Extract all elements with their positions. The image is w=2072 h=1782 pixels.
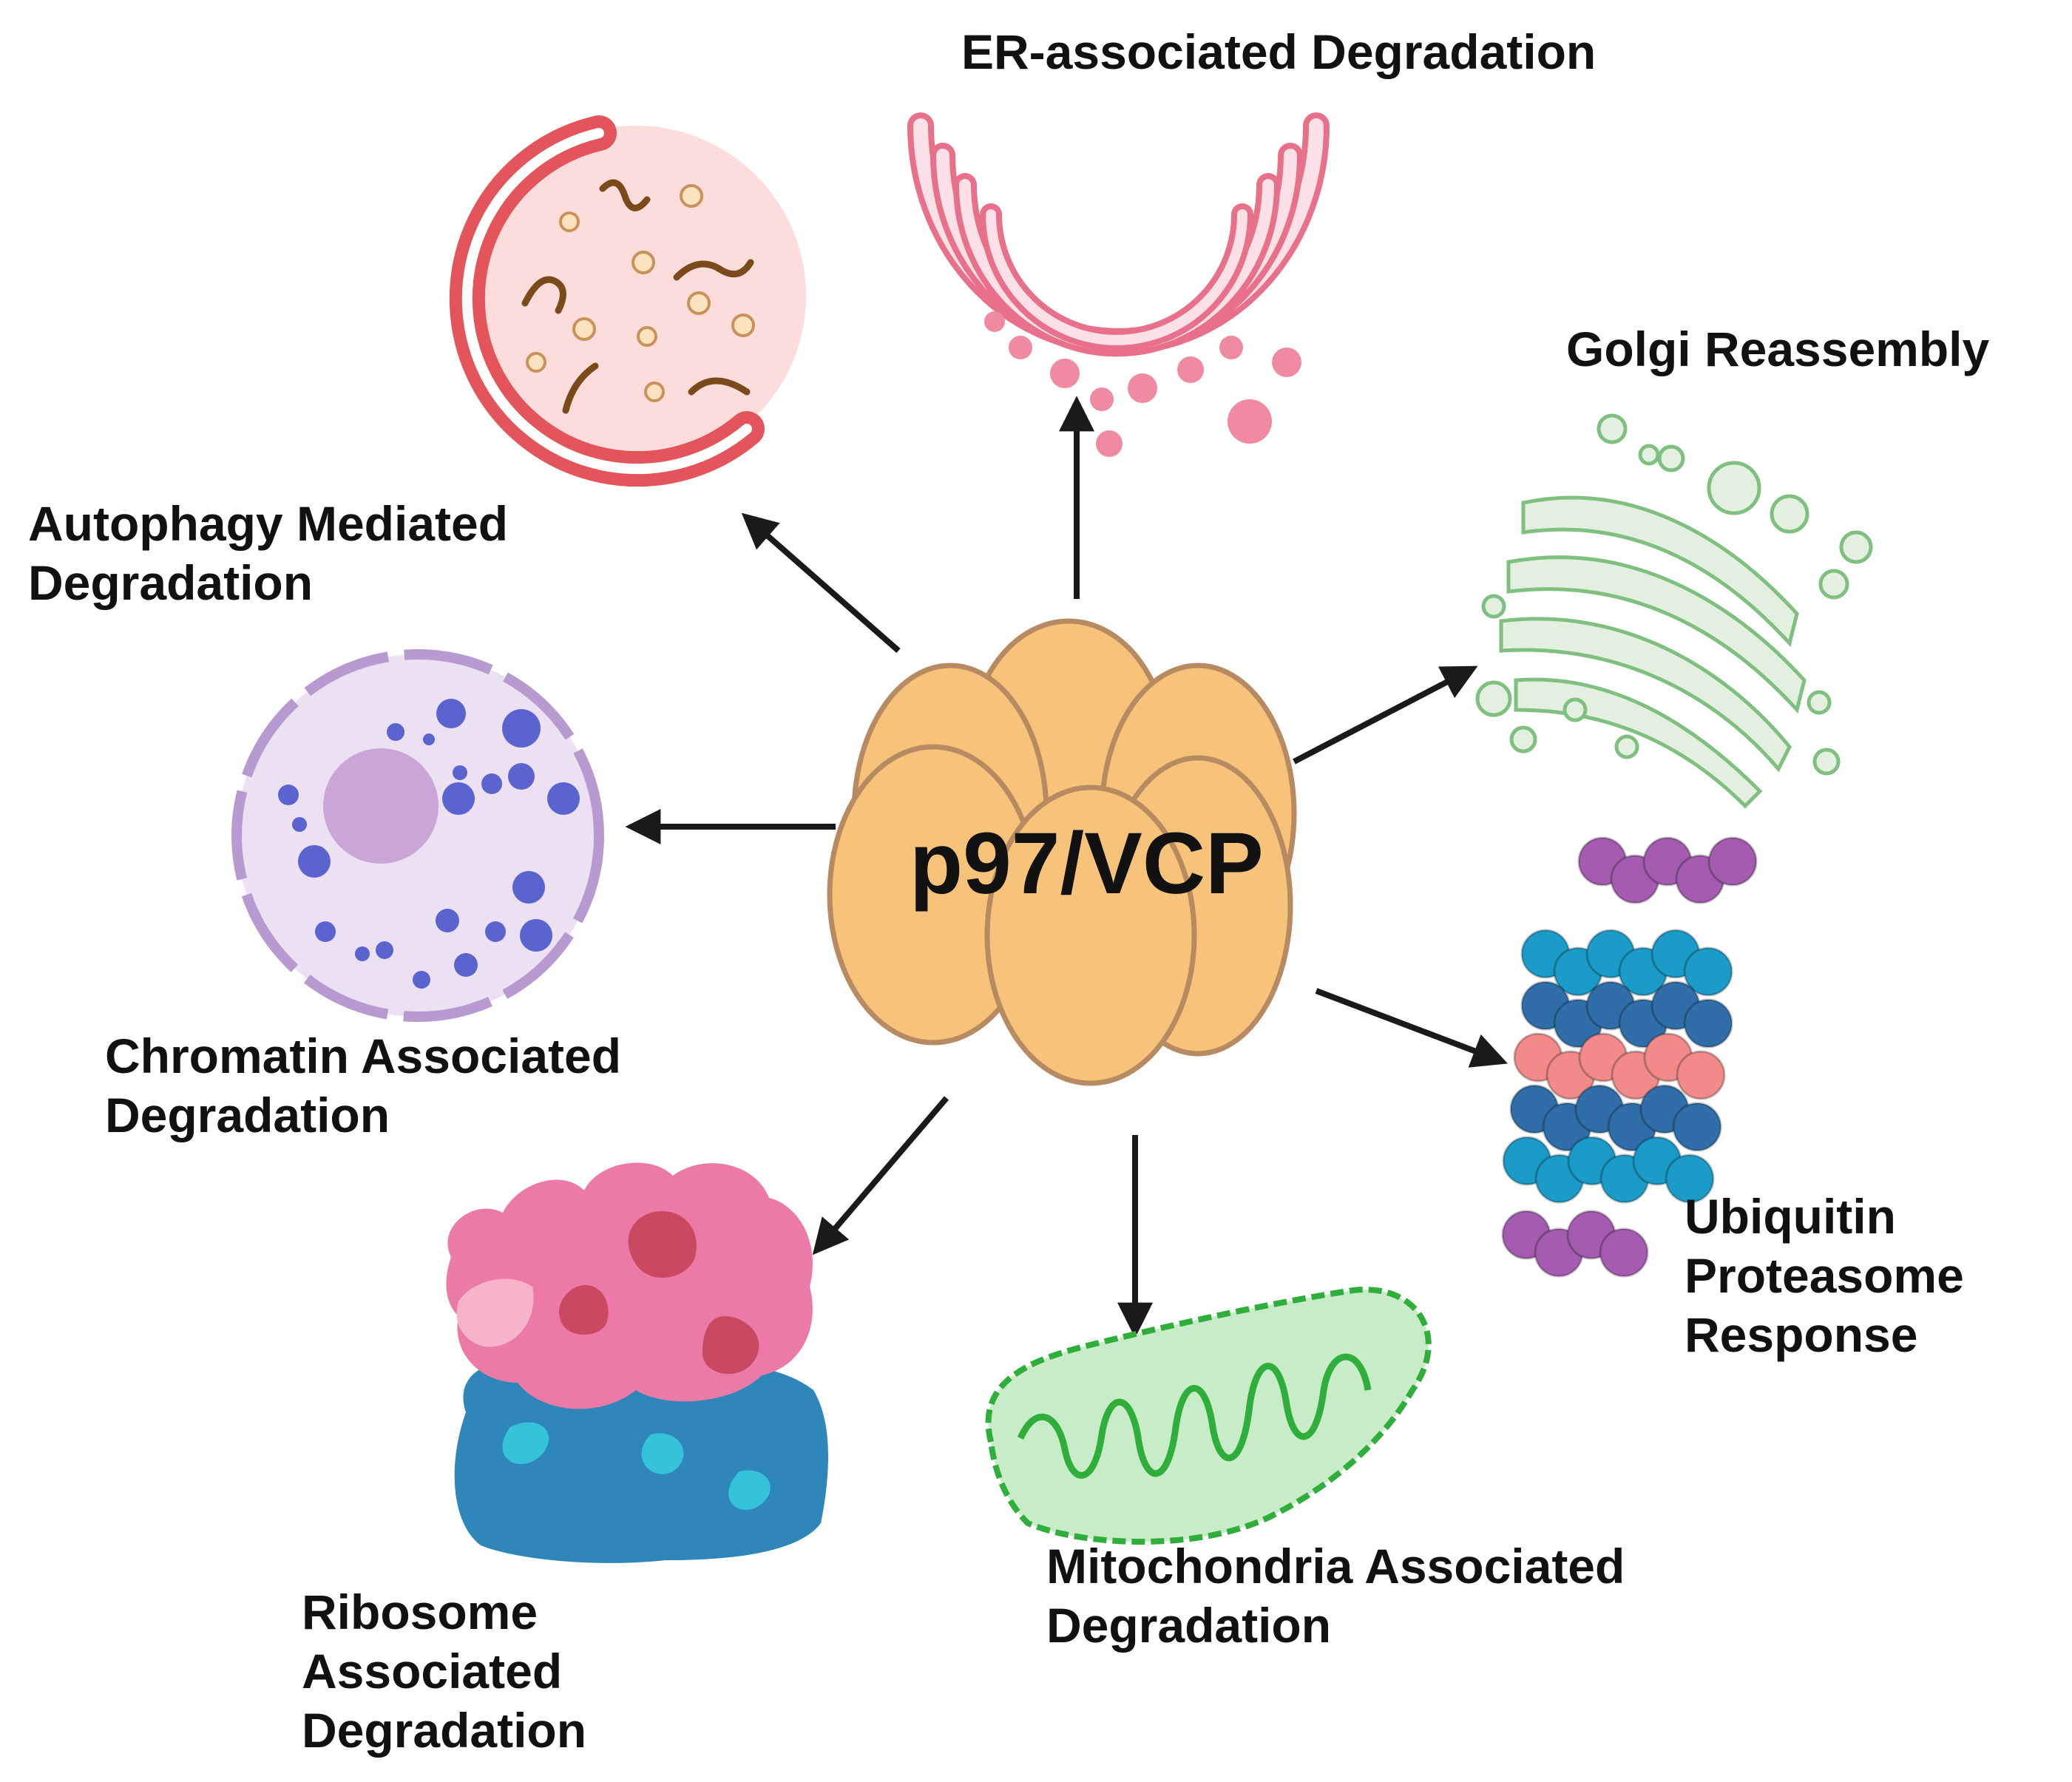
proteasome-subunit — [1665, 1153, 1715, 1204]
label-ubiquitin-line-3: Response — [1685, 1307, 1918, 1362]
proteasome-subunit — [1676, 1050, 1726, 1100]
proteasome-subunit — [1672, 1102, 1722, 1152]
label-chromatin: Chromatin Associated Degradation — [105, 1026, 621, 1145]
proteasome-subunit — [1599, 1227, 1649, 1278]
arrows — [625, 396, 1508, 1338]
label-ribosome-line-1: Ribosome — [302, 1585, 538, 1639]
proteasome-subunit — [1683, 946, 1733, 997]
arrow-to-golgi — [1293, 665, 1478, 765]
arrow-to-ribosome — [812, 1096, 949, 1256]
label-ribosome-line-3: Degradation — [302, 1703, 587, 1758]
label-mitochondria-line-1: Mitochondria Associated — [1046, 1539, 1625, 1593]
label-chromatin-line-2: Degradation — [105, 1088, 390, 1142]
label-er-line-1: ER-associated Degradation — [961, 24, 1597, 79]
mitochondria-illustration — [985, 1287, 1432, 1545]
label-ubiquitin-line-1: Ubiquitin — [1685, 1189, 1896, 1244]
label-golgi: Golgi Reassembly — [1566, 319, 1989, 379]
er-illustration — [907, 112, 1330, 457]
label-autophagy-line-2: Degradation — [28, 555, 314, 610]
arrow-to-ubiquitin — [1315, 988, 1508, 1068]
chromatin-illustration — [231, 649, 604, 1022]
label-mitochondria-line-2: Degradation — [1046, 1598, 1332, 1653]
label-ubiquitin: Ubiquitin Proteasome Response — [1685, 1187, 1964, 1364]
center-label: p97/VCP — [910, 815, 1264, 912]
label-autophagy: Autophagy Mediated Degradation — [28, 494, 508, 612]
ribosome-illustration — [446, 1162, 828, 1563]
proteasome-subunit — [1683, 998, 1733, 1048]
label-mitochondria: Mitochondria Associated Degradation — [1046, 1537, 1625, 1655]
subunit — [984, 785, 1197, 1086]
label-autophagy-line-1: Autophagy Mediated — [28, 496, 509, 551]
autophagosome-illustration — [449, 115, 806, 487]
proteasome-illustration — [1501, 836, 1758, 1278]
golgi-illustration — [1475, 413, 1873, 809]
label-chromatin-line-1: Chromatin Associated — [105, 1029, 622, 1083]
label-ribosome-line-2: Associated — [302, 1644, 563, 1698]
label-golgi-line-1: Golgi Reassembly — [1566, 322, 1990, 376]
arrow-to-autophagy — [741, 512, 901, 654]
label-ribosome: Ribosome Associated Degradation — [302, 1582, 586, 1760]
p97-hexamer — [827, 618, 1297, 1086]
proteasome-subunit — [1707, 836, 1758, 887]
label-ubiquitin-line-2: Proteasome — [1685, 1248, 1964, 1303]
label-er: ER-associated Degradation — [961, 22, 1596, 81]
